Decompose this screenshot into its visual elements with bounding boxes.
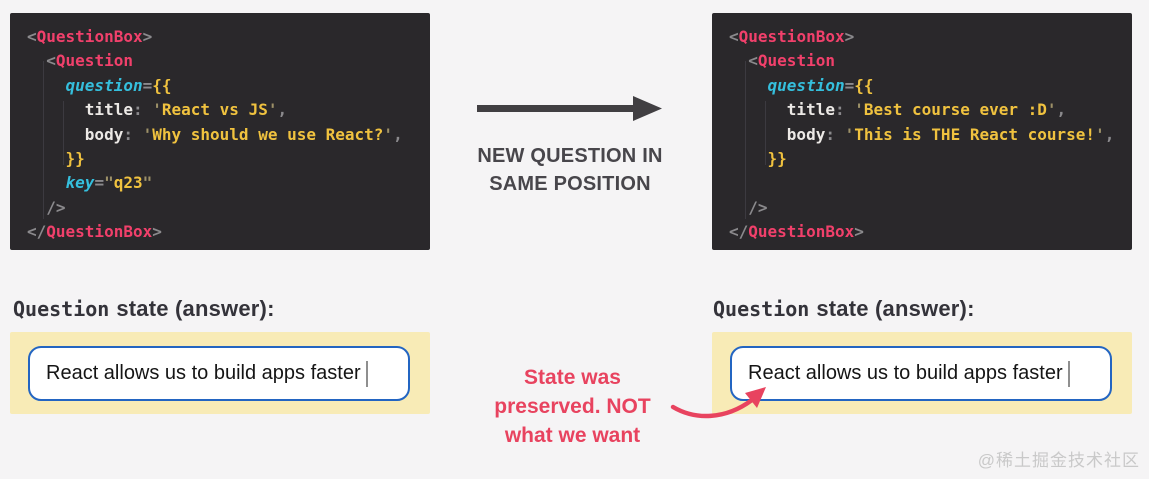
transition-label: NEW QUESTION IN SAME POSITION: [450, 142, 690, 198]
indent-guide: [63, 101, 64, 165]
indent-guide: [43, 61, 44, 219]
transition-label-line1: NEW QUESTION IN: [477, 145, 663, 167]
code-block-after: <QuestionBox> <Question question={{ titl…: [712, 13, 1132, 250]
text-cursor: [1067, 360, 1070, 387]
code-before: <QuestionBox> <Question question={{ titl…: [27, 27, 403, 242]
state-label-right: Question state (answer):: [713, 296, 975, 322]
state-label-text-part: state (answer):: [816, 296, 975, 321]
state-label-left: Question state (answer):: [13, 296, 275, 322]
watermark: @稀土掘金技术社区: [977, 451, 1140, 470]
annotation-text: State was preserved. NOT what we want: [455, 363, 690, 450]
state-panel-left: React allows us to build apps faster: [10, 332, 430, 414]
state-label-text-part: state (answer):: [116, 296, 275, 321]
state-panel-right: React allows us to build apps faster: [712, 332, 1132, 414]
answer-input-right[interactable]: React allows us to build apps faster: [730, 346, 1112, 401]
annotation-line2: preserved. NOT: [494, 395, 651, 418]
code-after: <QuestionBox> <Question question={{ titl…: [729, 27, 1115, 242]
indent-guide: [765, 101, 766, 165]
state-label-code-part: Question: [13, 297, 110, 321]
curved-arrow-icon: [670, 387, 766, 419]
indent-guide: [745, 61, 746, 219]
answer-input-left[interactable]: React allows us to build apps faster: [28, 346, 410, 401]
code-block-before: <QuestionBox> <Question question={{ titl…: [10, 13, 430, 250]
annotation-line3: what we want: [504, 424, 641, 447]
state-label-code-part: Question: [713, 297, 810, 321]
annotation-line1: State was: [524, 366, 621, 389]
answer-input-left-value: React allows us to build apps faster: [46, 362, 361, 384]
text-cursor: [365, 360, 368, 387]
right-arrow-icon: [477, 96, 662, 121]
answer-input-right-value: React allows us to build apps faster: [748, 362, 1063, 384]
transition-label-line2: SAME POSITION: [489, 173, 651, 195]
